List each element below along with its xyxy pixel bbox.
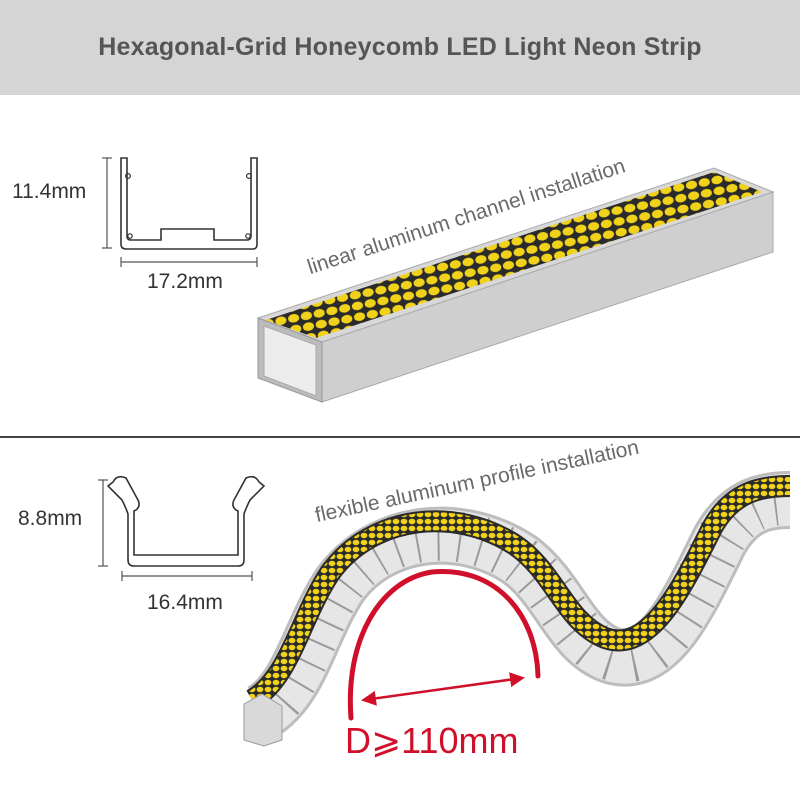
section-divider [0,436,800,438]
flexible-dimension-lines [98,479,253,581]
linear-channel-profile [120,157,258,250]
bend-diameter-label: D⩾110mm [345,720,519,761]
flexible-width-label: 16.4mm [147,591,223,614]
flexible-strip-3d [243,471,791,747]
linear-dimension-lines [102,157,258,267]
title-banner: Hexagonal-Grid Honeycomb LED Light Neon … [0,0,800,95]
linear-channel-3d [256,167,775,403]
linear-height-label: 11.4mm [12,180,87,203]
linear-width-label: 17.2mm [147,270,223,293]
bend-radius-indicator [347,568,541,721]
page-title: Hexagonal-Grid Honeycomb LED Light Neon … [98,33,702,61]
flexible-profile-section [106,475,266,567]
flexible-height-label: 8.8mm [18,507,83,530]
